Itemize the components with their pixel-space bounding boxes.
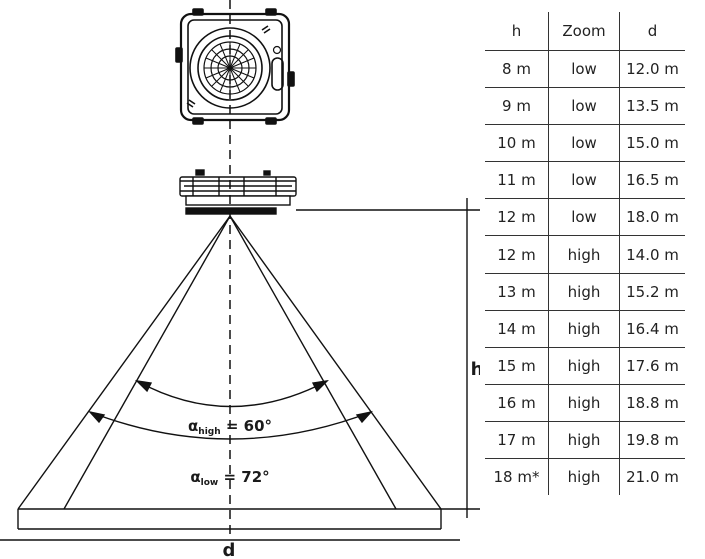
cell-zoom: high bbox=[548, 458, 620, 496]
cell-height: 13 m bbox=[485, 273, 549, 311]
cell-zoom: high bbox=[548, 347, 620, 385]
cell-zoom: high bbox=[548, 273, 620, 311]
cell-height: 15 m bbox=[485, 347, 549, 385]
cell-distance: 19.8 m bbox=[619, 421, 685, 460]
column-header-zoom: Zoom bbox=[548, 12, 620, 51]
arc-arrow-right-high bbox=[311, 380, 329, 393]
cell-height: 16 m bbox=[485, 384, 549, 422]
cell-distance: 17.6 m bbox=[619, 347, 685, 385]
cell-height: 12 m bbox=[485, 198, 549, 237]
cell-distance: 16.4 m bbox=[619, 310, 685, 348]
cell-distance: 15.0 m bbox=[619, 124, 685, 163]
cell-zoom: high bbox=[548, 310, 620, 348]
cell-zoom: low bbox=[548, 198, 620, 237]
cell-zoom: low bbox=[548, 50, 620, 89]
cell-height: 12 m bbox=[485, 235, 549, 274]
cell-zoom: low bbox=[548, 124, 620, 163]
table-row: 18 m*high 21.0 m bbox=[485, 458, 685, 496]
sensor-side-view-icon bbox=[179, 169, 297, 215]
angle-arcs bbox=[88, 380, 373, 440]
cell-zoom: low bbox=[548, 161, 620, 200]
detection-diagram: h d αhigh = 60° αlow = 72° bbox=[0, 0, 480, 559]
cell-zoom: high bbox=[548, 384, 620, 422]
alpha-low-label: αlow = 72° bbox=[190, 468, 269, 488]
arc-arrow-left-low bbox=[88, 410, 106, 424]
cell-height: 17 m bbox=[485, 421, 549, 460]
cell-distance: 18.8 m bbox=[619, 384, 685, 422]
cell-distance: 18.0 m bbox=[619, 198, 685, 237]
cell-zoom: high bbox=[548, 421, 620, 460]
table-header-row: h Zoom d bbox=[485, 12, 685, 51]
detection-cones bbox=[17, 215, 442, 510]
cell-height: 10 m bbox=[485, 124, 549, 163]
cell-zoom: low bbox=[548, 87, 620, 126]
cell-distance: 21.0 m bbox=[626, 468, 679, 487]
d-dimension-label: d bbox=[223, 540, 236, 559]
cell-distance: 13.5 m bbox=[619, 87, 685, 126]
cell-zoom: high bbox=[548, 235, 620, 274]
cell-distance: 16.5 m bbox=[619, 161, 685, 200]
sensor-top-view-icon bbox=[175, 8, 295, 125]
cell-height: 18 m* bbox=[485, 458, 549, 496]
cell-height: 9 m bbox=[485, 87, 549, 126]
column-header-d: d bbox=[619, 12, 685, 51]
cell-height: 8 m bbox=[485, 50, 549, 89]
cell-height: 11 m bbox=[485, 161, 549, 200]
alpha-high-label: αhigh = 60° bbox=[188, 417, 272, 437]
cell-distance: 15.2 m bbox=[619, 273, 685, 311]
height-dimension bbox=[296, 198, 480, 518]
arc-arrow-right-low bbox=[355, 410, 373, 424]
column-header-h: h bbox=[485, 12, 549, 51]
arc-arrow-left-high bbox=[135, 380, 153, 393]
cell-distance: 12.0 m bbox=[619, 50, 685, 89]
floor-area bbox=[17, 508, 480, 530]
cell-distance: 14.0 m bbox=[619, 235, 685, 274]
h-dimension-label: h bbox=[471, 359, 480, 380]
cell-height: 14 m bbox=[485, 310, 549, 348]
